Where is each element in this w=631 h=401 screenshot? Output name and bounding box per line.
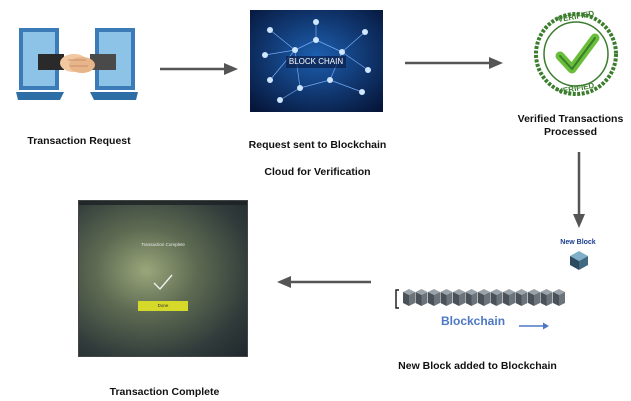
chain-cube-left <box>503 292 509 306</box>
arrow-blockchain-to-complete <box>277 276 371 288</box>
chain-cube-right <box>459 292 465 306</box>
arrow-blockchain-to-verified <box>405 57 503 69</box>
blockchain-network-image: BLOCK CHAIN <box>250 10 383 112</box>
handshake-image <box>16 18 138 110</box>
chain-cube-right <box>534 292 540 306</box>
blockchain-arrow-icon <box>519 318 549 330</box>
verified-stamp-image: VERIFIED VERIFIED <box>533 6 619 102</box>
chain-cube-left <box>403 292 409 306</box>
chain-cube-right <box>546 292 553 306</box>
step-caption-verified-line1: Verified Transactions <box>517 113 624 125</box>
chain-cube-right <box>409 292 415 306</box>
chain-cube-right <box>484 292 490 306</box>
chain-cube-left <box>428 292 434 306</box>
chain-cube-left <box>490 292 497 306</box>
done-button[interactable]: Done <box>138 301 188 311</box>
tablet-screen-image: Transaction Complete Done <box>78 200 248 357</box>
chain-cube-left <box>515 292 522 306</box>
step-caption-new-block: New Block added to Blockchain <box>398 360 557 372</box>
chain-cube-left <box>453 292 459 306</box>
chain-cube-left <box>440 292 447 306</box>
new-block-cube-icon <box>568 249 590 271</box>
checkmark-icon <box>152 271 174 293</box>
chain-cube-right <box>496 292 503 306</box>
arrow-request-to-blockchain <box>160 63 238 75</box>
chain-cube-right <box>434 292 440 306</box>
step-caption-verified-line2: Processed <box>543 126 598 138</box>
chain-cube-left <box>465 292 472 306</box>
chain-cube-left <box>415 292 422 306</box>
blockchain-image-label: BLOCK CHAIN <box>288 57 344 66</box>
new-block-label: New Block <box>560 239 596 246</box>
chain-cube-right <box>471 292 478 306</box>
step-caption-transaction-complete: Transaction Complete <box>109 386 220 398</box>
blockchain-cubes-icon <box>395 286 575 310</box>
arrow-verified-to-new-block <box>573 152 585 228</box>
step-caption-request-sent-line2: Cloud for Verification <box>264 166 371 178</box>
chain-cube-left <box>553 292 559 306</box>
chain-cube-right <box>509 292 515 306</box>
chain-cube-left <box>528 292 534 306</box>
chain-cube-right <box>446 292 453 306</box>
tablet-screen-title: Transaction Complete <box>141 242 185 247</box>
step-caption-transaction-request: Transaction Request <box>27 135 131 147</box>
chain-cube-right <box>521 292 528 306</box>
chain-cube-right <box>421 292 428 306</box>
tablet-status-bar <box>79 201 247 205</box>
chain-cube-right <box>559 292 565 306</box>
step-caption-request-sent-line1: Request sent to Blockchain <box>248 139 387 151</box>
chain-cube-left <box>478 292 484 306</box>
chain-cube-left <box>540 292 547 306</box>
blockchain-label: Blockchain <box>441 314 506 328</box>
